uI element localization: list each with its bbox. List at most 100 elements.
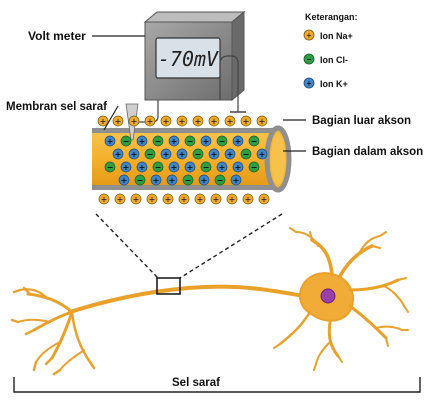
k-ion-inside-sign: + — [203, 137, 210, 146]
na-ion-outside-sign: + — [227, 117, 234, 126]
na-ion-outside — [162, 193, 174, 205]
membrane-label: Membran sel saraf — [6, 101, 107, 113]
cl-ion-inside-sign: − — [137, 176, 144, 185]
k-ion-inside — [120, 161, 132, 173]
neuron-bracket — [13, 377, 421, 393]
na-ion-outside — [97, 115, 109, 127]
legend-na-icon — [303, 29, 315, 41]
na-ion-outside-sign: + — [149, 195, 156, 204]
voltmeter-display: -70mV — [158, 47, 219, 71]
membrane-pointer — [103, 105, 119, 131]
cl-ion-inside-sign: − — [107, 163, 114, 172]
k-ion-inside — [160, 148, 172, 160]
na-ion-outside — [192, 115, 204, 127]
cl-ion-inside-sign: − — [155, 137, 162, 146]
cl-ion-inside-sign: − — [243, 150, 250, 159]
na-ion-outside — [210, 193, 222, 205]
voltmeter-label: Volt meter — [28, 29, 86, 43]
na-ion-outside — [208, 115, 220, 127]
k-ion-inside — [150, 174, 162, 186]
na-ion-outside — [194, 193, 206, 205]
ion-field: +++++++++++++++++++++++−+−+−+−+−++−++−++… — [97, 115, 270, 205]
cl-ion-inside — [144, 148, 156, 160]
k-ion-inside — [184, 161, 196, 173]
na-ion-outside — [258, 193, 270, 205]
k-ion-inside — [104, 135, 116, 147]
na-ion-outside-sign: + — [117, 195, 124, 204]
cl-ion-inside-sign: − — [155, 163, 162, 172]
cl-ion-inside — [200, 161, 212, 173]
k-ion-inside — [168, 161, 180, 173]
k-ion-inside-sign: + — [235, 163, 242, 172]
na-ion-outside — [224, 115, 236, 127]
na-ion-outside-sign: + — [245, 195, 252, 204]
cl-ion-inside — [182, 174, 194, 186]
cl-ion-inside — [152, 161, 164, 173]
na-ion-outside-sign: + — [165, 195, 172, 204]
legend-cl-label: Ion Cl- — [320, 55, 348, 65]
cl-ion-inside — [120, 135, 132, 147]
outside-label: Bagian luar akson — [312, 115, 411, 127]
legend-k-symbol: + — [307, 79, 312, 88]
na-ion-outside — [128, 115, 140, 127]
k-ion-inside-sign: + — [171, 137, 178, 146]
na-ion-outside — [112, 115, 124, 127]
cl-ion-inside — [240, 148, 252, 160]
cl-ion-inside-sign: − — [185, 176, 192, 185]
k-ion-inside — [112, 148, 124, 160]
k-ion-inside-sign: + — [121, 176, 128, 185]
k-ion-inside-sign: + — [187, 163, 194, 172]
k-ion-inside-sign: + — [179, 150, 186, 159]
cl-ion-inside — [216, 135, 228, 147]
probe-wire-right — [219, 55, 239, 112]
na-ion-outside — [240, 115, 252, 127]
na-ion-outside-sign: + — [131, 117, 138, 126]
cl-ion-inside — [152, 135, 164, 147]
na-ion-outside — [144, 115, 156, 127]
zoom-line-left — [95, 213, 159, 279]
legend-cl-icon — [303, 53, 315, 65]
legend-title: Keterangan: — [305, 12, 358, 22]
k-ion-inside-sign: + — [201, 176, 208, 185]
na-ion-outside — [178, 193, 190, 205]
k-ion-inside-sign: + — [219, 163, 226, 172]
na-ion-outside-sign: + — [115, 117, 122, 126]
na-ion-outside-sign: + — [211, 117, 218, 126]
k-ion-inside-sign: + — [259, 150, 266, 159]
cl-ion-inside-sign: − — [219, 137, 226, 146]
na-ion-outside-sign: + — [213, 195, 220, 204]
k-ion-inside-sign: + — [211, 150, 218, 159]
k-ion-inside — [232, 135, 244, 147]
k-ion-inside — [230, 174, 242, 186]
na-ion-outside-sign: + — [181, 195, 188, 204]
cl-ion-inside-sign: − — [187, 137, 194, 146]
legend-cl-symbol: − — [307, 55, 312, 64]
nucleus — [320, 288, 336, 304]
cl-ion-inside-sign: − — [195, 150, 202, 159]
k-ion-inside — [256, 148, 268, 160]
k-ion-inside — [232, 161, 244, 173]
na-ion-outside — [226, 193, 238, 205]
na-ion-outside — [160, 115, 172, 127]
na-ion-outside-sign: + — [259, 117, 266, 126]
cl-ion-inside-sign: − — [147, 150, 154, 159]
zoom-line-right — [179, 213, 283, 279]
legend: Keterangan: + Ion Na+ − Ion Cl- + Ion K+ — [303, 12, 358, 89]
k-ion-inside-sign: + — [235, 137, 242, 146]
cl-ion-inside-sign: − — [251, 163, 258, 172]
inside-label: Bagian dalam akson — [312, 146, 423, 158]
na-ion-outside-sign: + — [101, 195, 108, 204]
voltmeter-screen — [155, 37, 221, 79]
cl-ion-inside — [248, 135, 260, 147]
k-ion-inside-sign: + — [115, 150, 122, 159]
zoom-box — [156, 277, 181, 295]
neuron-label: Sel saraf — [172, 377, 220, 389]
voltmeter: -70mV — [143, 10, 246, 102]
k-ion-inside — [136, 135, 148, 147]
k-ion-inside — [208, 148, 220, 160]
cl-ion-inside — [104, 161, 116, 173]
legend-na-symbol: + — [307, 31, 312, 40]
na-ion-outside-sign: + — [243, 117, 250, 126]
na-ion-outside-sign: + — [100, 117, 107, 126]
